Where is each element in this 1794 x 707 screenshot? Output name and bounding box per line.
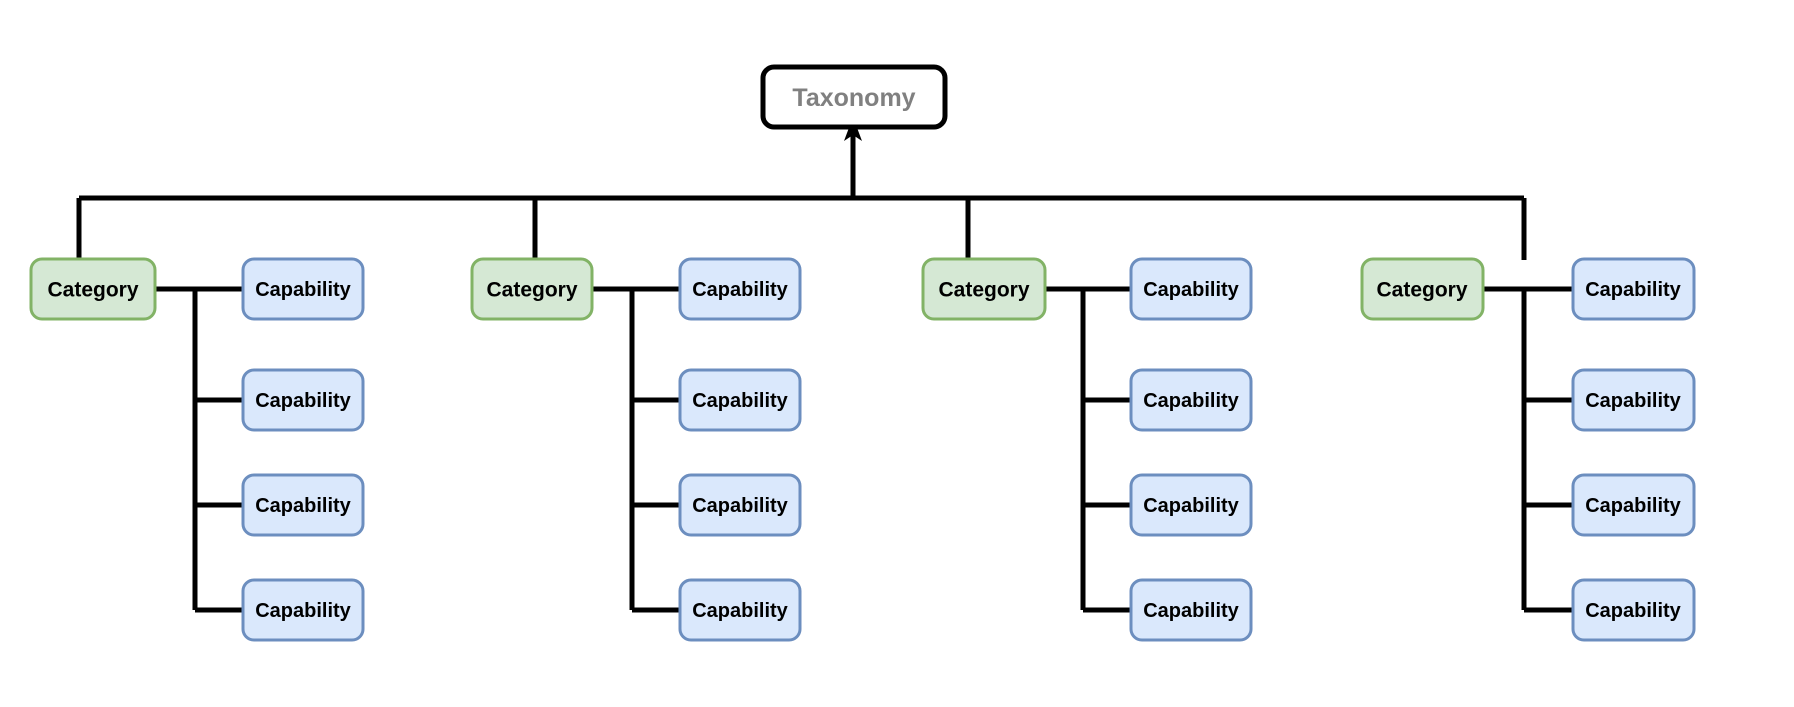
category-2-box[interactable] [470, 257, 594, 321]
capability-2-4-box[interactable] [678, 578, 802, 642]
node-capability-2-3[interactable]: Capability [678, 473, 802, 537]
node-category-2[interactable]: Category [470, 257, 594, 321]
capability-3-1-box[interactable] [1129, 257, 1253, 321]
node-capability-3-1[interactable]: Capability [1129, 257, 1253, 321]
capability-1-2-box[interactable] [241, 368, 365, 432]
capability-4-1-box[interactable] [1571, 257, 1696, 321]
node-capability-4-4[interactable]: Capability [1571, 578, 1696, 642]
node-capability-4-1[interactable]: Capability [1571, 257, 1696, 321]
node-taxonomy-root[interactable]: Taxonomy [760, 64, 948, 130]
capability-1-3-box[interactable] [241, 473, 365, 537]
capability-1-1-box[interactable] [241, 257, 365, 321]
node-category-1[interactable]: Category [29, 257, 157, 321]
capability-1-4-box[interactable] [241, 578, 365, 642]
node-capability-1-1[interactable]: Capability [241, 257, 365, 321]
capability-3-3-box[interactable] [1129, 473, 1253, 537]
node-capability-1-3[interactable]: Capability [241, 473, 365, 537]
node-capability-2-1[interactable]: Capability [678, 257, 802, 321]
capability-2-2-box[interactable] [678, 368, 802, 432]
capability-2-3-box[interactable] [678, 473, 802, 537]
category-1-box[interactable] [29, 257, 157, 321]
node-category-3[interactable]: Category [921, 257, 1047, 321]
capability-3-4-box[interactable] [1129, 578, 1253, 642]
taxonomy-root-box[interactable] [760, 64, 948, 130]
node-category-4[interactable]: Category [1360, 257, 1485, 321]
node-capability-4-2[interactable]: Capability [1571, 368, 1696, 432]
capability-4-4-box[interactable] [1571, 578, 1696, 642]
node-capability-4-3[interactable]: Capability [1571, 473, 1696, 537]
node-capability-1-2[interactable]: Capability [241, 368, 365, 432]
category-4-box[interactable] [1360, 257, 1485, 321]
category-3-box[interactable] [921, 257, 1047, 321]
node-capability-1-4[interactable]: Capability [241, 578, 365, 642]
node-capability-3-2[interactable]: Capability [1129, 368, 1253, 432]
node-capability-3-3[interactable]: Capability [1129, 473, 1253, 537]
capability-2-1-box[interactable] [678, 257, 802, 321]
node-layer: Taxonomy Category Capability Capability … [29, 64, 1696, 642]
node-capability-3-4[interactable]: Capability [1129, 578, 1253, 642]
capability-4-3-box[interactable] [1571, 473, 1696, 537]
edge-layer [76, 117, 1573, 613]
capability-3-2-box[interactable] [1129, 368, 1253, 432]
node-capability-2-4[interactable]: Capability [678, 578, 802, 642]
capability-4-2-box[interactable] [1571, 368, 1696, 432]
node-capability-2-2[interactable]: Capability [678, 368, 802, 432]
